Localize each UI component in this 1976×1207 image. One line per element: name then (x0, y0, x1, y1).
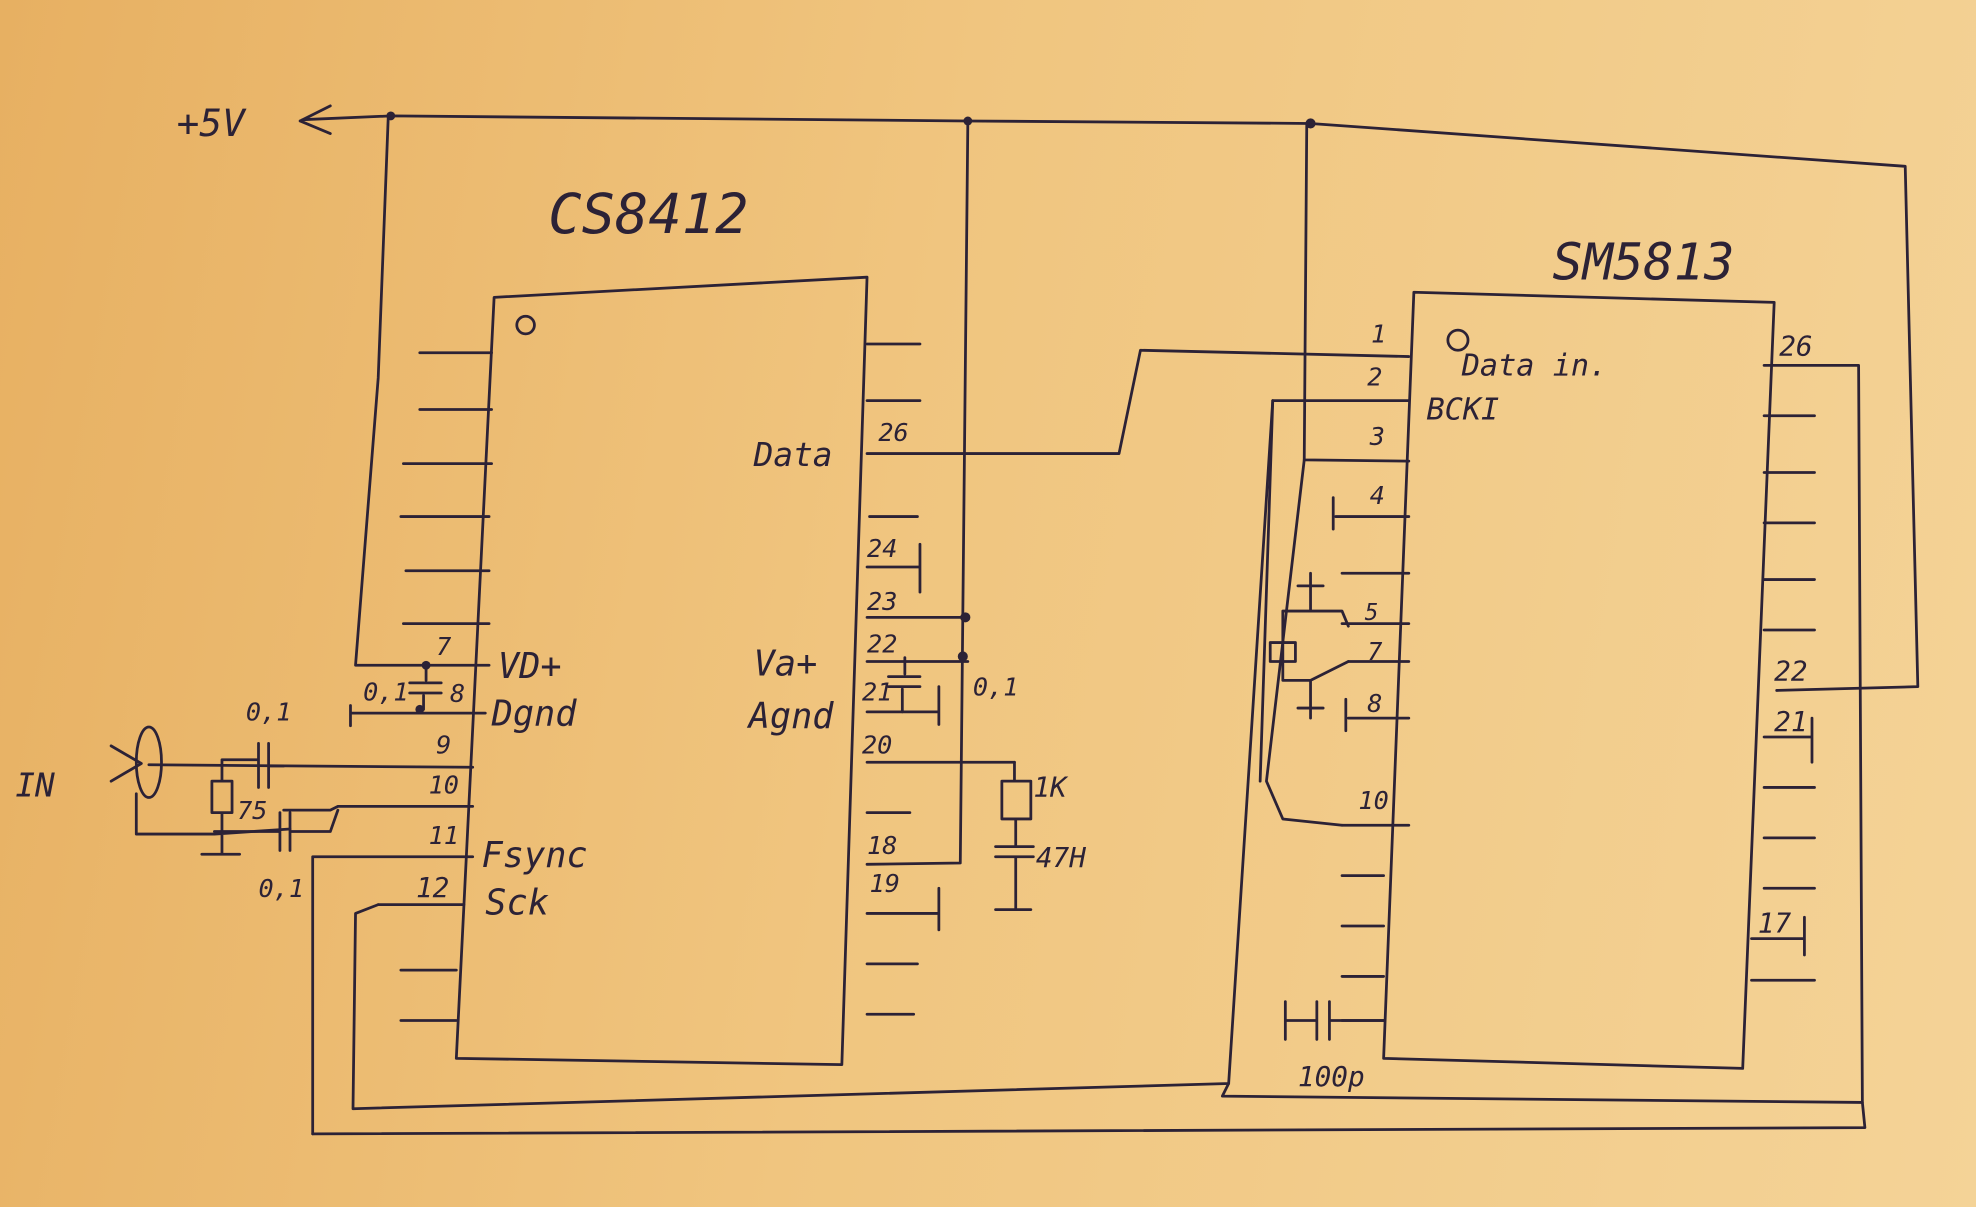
pin-label: 18 (867, 831, 897, 860)
pin-label: 12 (416, 871, 449, 904)
pin-label: 26 (1779, 329, 1812, 362)
pin-label: 5 (1365, 600, 1379, 626)
pin-name: Data in. (1461, 348, 1608, 383)
pin-name: Agnd (747, 696, 835, 737)
pin-name: Va+ (754, 643, 818, 684)
cap-label: 100p (1298, 1060, 1365, 1093)
cap-label: 0,1 (246, 698, 292, 727)
pin-name: Sck (485, 883, 549, 924)
pin-label: 20 (862, 730, 892, 759)
cap-label: 0,1 (363, 678, 409, 707)
pin-label: 8 (1367, 689, 1382, 718)
pin-name: BCKI (1426, 393, 1499, 428)
pin-label: 21 (1774, 705, 1807, 738)
input-label: IN (15, 766, 55, 804)
chip1-name: CS8412 (548, 183, 748, 247)
pin-label: 3 (1369, 422, 1385, 451)
cap-label: 0,1 (259, 874, 305, 903)
resistor-label: 75 (237, 796, 267, 825)
chip-sm5813: SM5813 1 2 3 4 5 7 8 10 Data in. BCKI 26… (311, 233, 1867, 1136)
pin-label: 10 (1358, 786, 1388, 815)
pin-label: 10 (429, 771, 459, 800)
supply-label: +5V (177, 101, 247, 145)
chip2-name: SM5813 (1552, 233, 1734, 292)
pin-label: 9 (436, 730, 451, 759)
pin-name: VD+ (498, 646, 562, 687)
pin-label: 7 (1367, 637, 1382, 666)
pin-label: 21 (862, 678, 892, 707)
pin-name: Data (753, 436, 833, 474)
pin-label: 17 (1758, 906, 1792, 939)
cap-label: 47H (1036, 841, 1086, 874)
pin-label: 19 (870, 869, 900, 898)
resistor-label: 1K (1033, 770, 1069, 803)
cap-label: 0,1 (973, 672, 1019, 701)
pin-label: 8 (450, 679, 465, 708)
pin-label: 22 (867, 630, 897, 659)
pin-label: 26 (878, 418, 908, 447)
pin-name: Fsync (482, 835, 588, 876)
pin-label: 4 (1370, 481, 1385, 510)
pin-name: Dgnd (491, 694, 578, 735)
input-network: IN 0,1 75 0,1 0,1 0,1 1K 47H (15, 672, 1086, 903)
pin-label: 2 (1367, 363, 1382, 392)
pin-label: 24 (867, 534, 897, 563)
pin-label: 23 (867, 587, 897, 616)
pin-label: 22 (1774, 654, 1807, 687)
pin-label: 11 (429, 821, 459, 850)
chip-cs8412: CS8412 7 8 9 10 11 12 VD+ Dgnd Fsync Sck… (147, 183, 1411, 1136)
pin-label: 1 (1371, 320, 1386, 349)
pin-label: 7 (436, 632, 451, 661)
